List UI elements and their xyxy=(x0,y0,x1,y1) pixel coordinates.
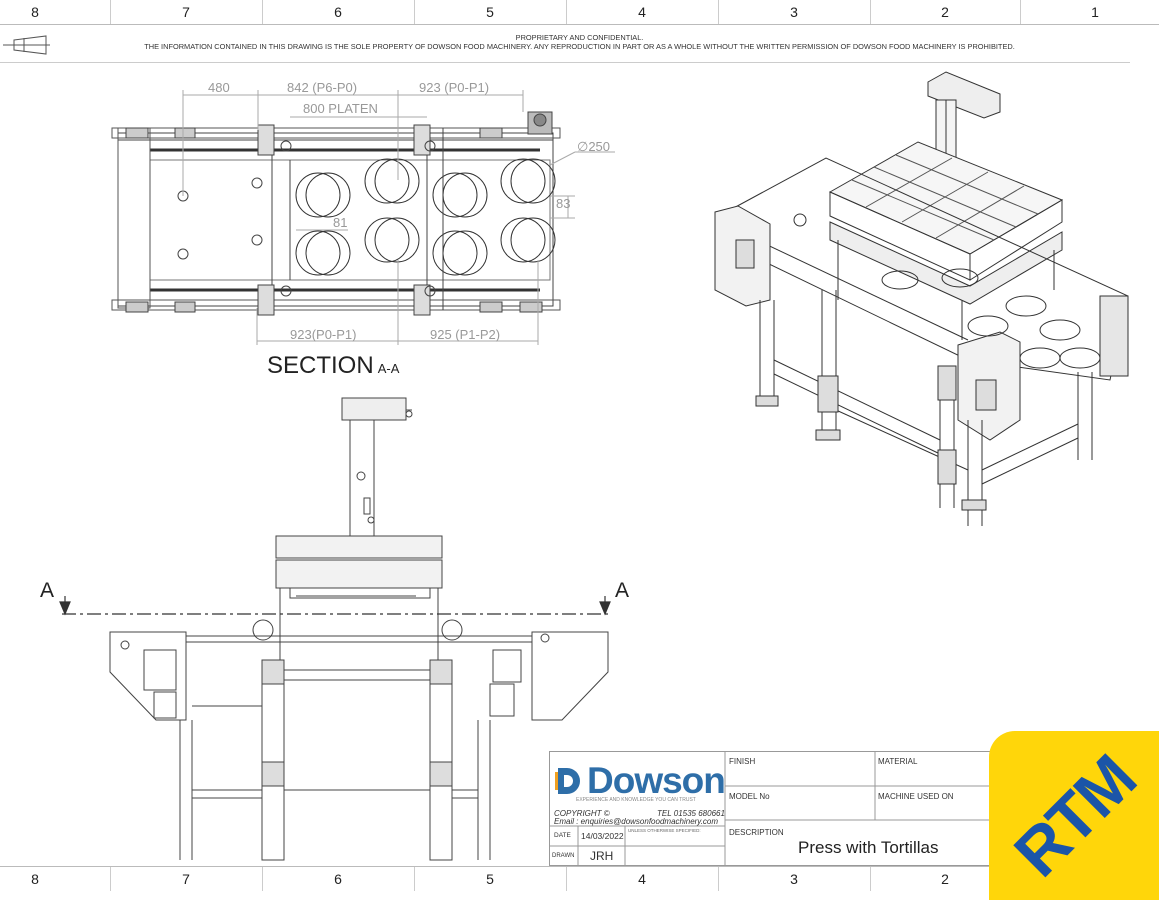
confidential-notice: PROPRIETARY AND CONFIDENTIAL. THE INFORM… xyxy=(0,33,1159,51)
zone-divider xyxy=(262,0,263,24)
dim-480: 480 xyxy=(208,80,230,95)
finish-label: FINISH xyxy=(729,757,756,766)
rtm-badge-text: RTM xyxy=(999,740,1149,891)
section-title-sub: A-A xyxy=(377,361,400,376)
zone-divider xyxy=(1020,0,1021,24)
zone-divider xyxy=(870,867,871,891)
zone-divider xyxy=(110,0,111,24)
description-value: Press with Tortillas xyxy=(798,838,939,857)
dim-81: 81 xyxy=(333,215,347,230)
zone-divider xyxy=(414,867,415,891)
dim-923-bottom: 923(P0-P1) xyxy=(290,327,356,342)
zone-label: 4 xyxy=(638,871,646,887)
dowson-logo-icon xyxy=(555,768,580,794)
zone-label: 8 xyxy=(31,871,39,887)
zone-divider xyxy=(870,0,871,24)
zone-label: 1 xyxy=(1091,4,1099,20)
dim-800-platen: 800 PLATEN xyxy=(303,101,378,116)
zone-row-bottom: 8 7 6 5 4 3 2 xyxy=(0,866,1159,891)
zone-divider xyxy=(566,867,567,891)
company-tagline: EXPERIENCE AND KNOWLEDGE YOU CAN TRUST xyxy=(576,797,696,803)
zone-row-top: 8 7 6 5 4 3 2 1 xyxy=(0,0,1159,25)
machine-label: MACHINE USED ON xyxy=(878,792,954,801)
notice-body: THE INFORMATION CONTAINED IN THIS DRAWIN… xyxy=(144,42,1015,51)
rtm-badge: RTM xyxy=(989,731,1159,900)
zone-divider xyxy=(566,0,567,24)
model-label: MODEL No xyxy=(729,792,770,801)
notice-divider xyxy=(0,62,1130,63)
zone-label: 3 xyxy=(790,4,798,20)
telephone: TEL 01535 680661 xyxy=(657,809,725,818)
zone-label: 6 xyxy=(334,871,342,887)
projection-symbol-icon xyxy=(3,35,50,55)
zone-divider xyxy=(414,0,415,24)
dimension-lines xyxy=(182,90,615,345)
email: Email : enquiries@dowsonfoodmachinery.co… xyxy=(554,817,719,826)
section-plan-view xyxy=(111,111,561,316)
drawn-label: DRAWN xyxy=(552,853,575,859)
front-elevation-view xyxy=(109,397,609,861)
material-label: MATERIAL xyxy=(878,757,918,766)
section-cut-line xyxy=(59,596,612,616)
zone-label: 8 xyxy=(31,4,39,20)
cut-label-right: A xyxy=(615,579,629,602)
date-value: 14/03/2022 xyxy=(581,831,624,841)
company-logo: Dowson xyxy=(587,760,726,801)
zone-label: 5 xyxy=(486,871,494,887)
zone-divider xyxy=(110,867,111,891)
zone-label: 7 xyxy=(182,871,190,887)
dim-923-top: 923 (P0-P1) xyxy=(419,80,489,95)
dim-842: 842 (P6-P0) xyxy=(287,80,357,95)
date-label: DATE xyxy=(554,832,571,839)
zone-divider xyxy=(262,867,263,891)
zone-divider xyxy=(718,0,719,24)
copyright: COPYRIGHT © xyxy=(554,809,610,818)
zone-label: 3 xyxy=(790,871,798,887)
zone-label: 7 xyxy=(182,4,190,20)
description-label: DESCRIPTION xyxy=(729,828,784,837)
isometric-view xyxy=(714,71,1129,526)
dim-83: 83 xyxy=(556,196,570,211)
zone-label: 2 xyxy=(941,871,949,887)
section-title-text: SECTION xyxy=(267,352,374,379)
notice-heading: PROPRIETARY AND CONFIDENTIAL. xyxy=(515,33,644,42)
tolerance-note: UNLESS OTHERWISE SPECIFIED: xyxy=(628,828,701,833)
zone-label: 5 xyxy=(486,4,494,20)
dim-925: 925 (P1-P2) xyxy=(430,327,500,342)
zone-label: 6 xyxy=(334,4,342,20)
zone-label: 4 xyxy=(638,4,646,20)
cut-label-left: A xyxy=(40,579,54,602)
drawn-value: JRH xyxy=(590,849,614,863)
zone-label: 2 xyxy=(941,4,949,20)
zone-divider xyxy=(718,867,719,891)
dim-diameter-250: ∅250 xyxy=(577,139,610,154)
